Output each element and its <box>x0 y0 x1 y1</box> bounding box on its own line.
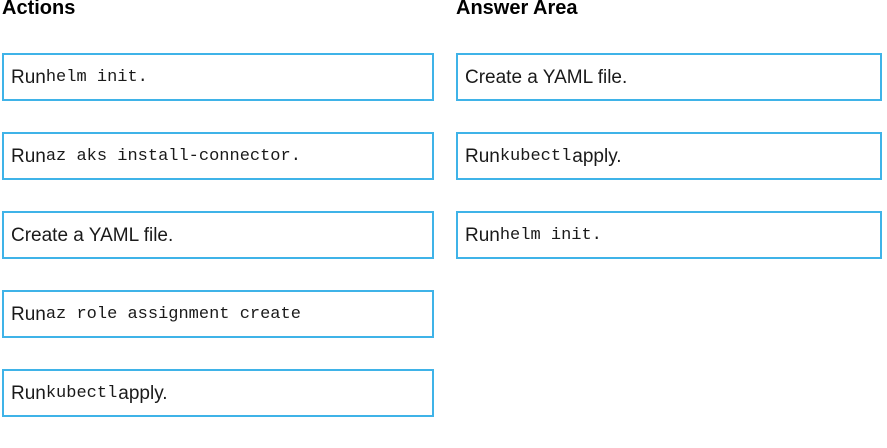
label-text: Run <box>11 382 46 404</box>
label-text: Create a YAML file. <box>11 224 174 246</box>
command-text: az aks install-connector. <box>45 146 301 166</box>
label-text: Run <box>11 145 46 167</box>
answer-option-item[interactable]: Create a YAML file. <box>456 53 882 101</box>
action-option-item[interactable]: Run kubectl apply. <box>2 369 434 417</box>
command-text: kubectl <box>499 146 572 166</box>
label-text: apply. <box>572 145 622 167</box>
actions-heading: Actions <box>2 0 76 19</box>
label-text: Run <box>465 145 500 167</box>
command-text: kubectl <box>45 383 118 403</box>
answer-option-item[interactable]: Run kubectl apply. <box>456 132 882 180</box>
label-text: Create a YAML file. <box>465 66 628 88</box>
answer-area-heading: Answer Area <box>456 0 578 19</box>
label-text: apply. <box>118 382 168 404</box>
command-text: helm init. <box>499 225 602 245</box>
action-option-item[interactable]: Run helm init. <box>2 53 434 101</box>
label-text: Run <box>11 303 46 325</box>
action-option-item[interactable]: Create a YAML file. <box>2 211 434 259</box>
answer-area-option-list: Create a YAML file.Run kubectl apply.Run… <box>456 53 882 290</box>
command-text: az role assignment create <box>45 304 301 324</box>
command-text: helm init. <box>45 67 148 87</box>
label-text: Run <box>465 224 500 246</box>
answer-option-item[interactable]: Run helm init. <box>456 211 882 259</box>
label-text: Run <box>11 66 46 88</box>
